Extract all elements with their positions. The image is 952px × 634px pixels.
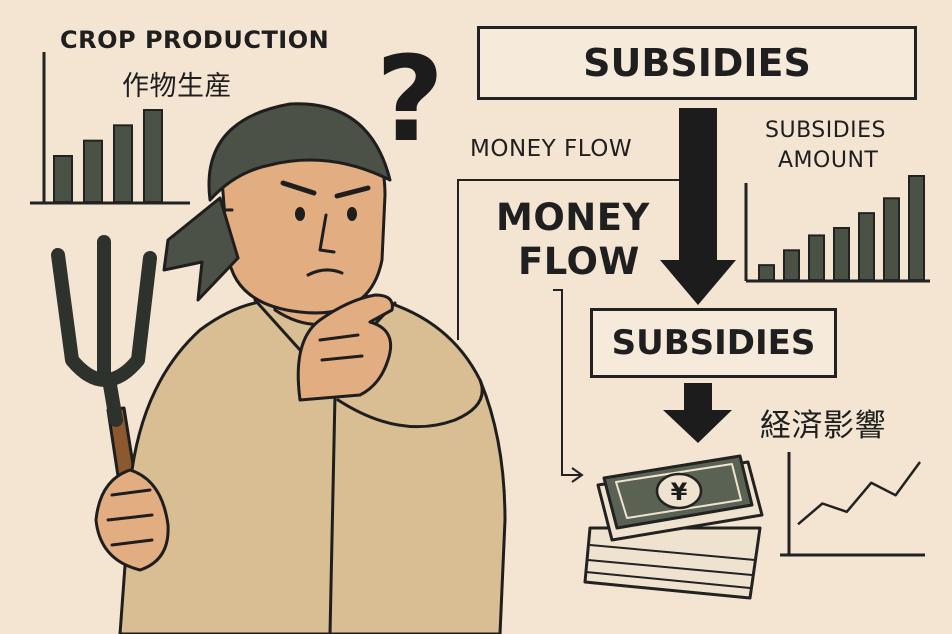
subsidies-middle-box: SUBSIDIES — [590, 308, 837, 378]
farmer-figure — [94, 102, 507, 634]
money-flow-big-label-line2: FLOW — [518, 240, 640, 283]
economic-impact-title-jp: 経済影響 — [760, 408, 886, 444]
crop-production-bars — [53, 109, 163, 204]
money-flow-big-label-line1: MONEY — [496, 196, 650, 239]
subsidies-top-box: SUBSIDIES — [477, 26, 917, 100]
crop-production-title-jp: 作物生産 — [122, 71, 232, 102]
bar — [783, 249, 800, 282]
question-mark-glyph: ? — [376, 30, 444, 168]
economic-impact-line — [797, 461, 922, 526]
down-arrow-icon — [660, 108, 736, 305]
bar — [53, 155, 73, 203]
bar — [143, 109, 163, 203]
bar — [113, 124, 133, 203]
bar — [83, 139, 103, 204]
subsidies-amount-chart — [744, 175, 930, 283]
bar — [808, 234, 825, 282]
bar — [858, 212, 875, 281]
economic-impact-chart — [780, 452, 925, 557]
money-flow-connector — [457, 179, 690, 483]
money-flow-small-label: MONEY FLOW — [470, 136, 633, 162]
yen-symbol: ¥ — [671, 478, 688, 506]
subsidies-amount-title-line2: AMOUNT — [778, 148, 879, 173]
bar — [833, 227, 850, 281]
bar — [908, 175, 925, 281]
subsidies-amount-bars — [758, 175, 925, 282]
bar — [758, 264, 775, 281]
flow-arrow-icon — [571, 467, 584, 483]
subsidies-amount-title-line1: SUBSIDIES — [765, 118, 887, 143]
crop-production-chart — [30, 52, 190, 205]
crop-production-title: CROP PRODUCTION — [60, 26, 330, 54]
bar — [883, 197, 900, 282]
down-arrow-icon — [663, 383, 732, 443]
question-mark-icon: ? — [376, 30, 444, 168]
yen-banknote-stack-icon — [583, 454, 764, 600]
